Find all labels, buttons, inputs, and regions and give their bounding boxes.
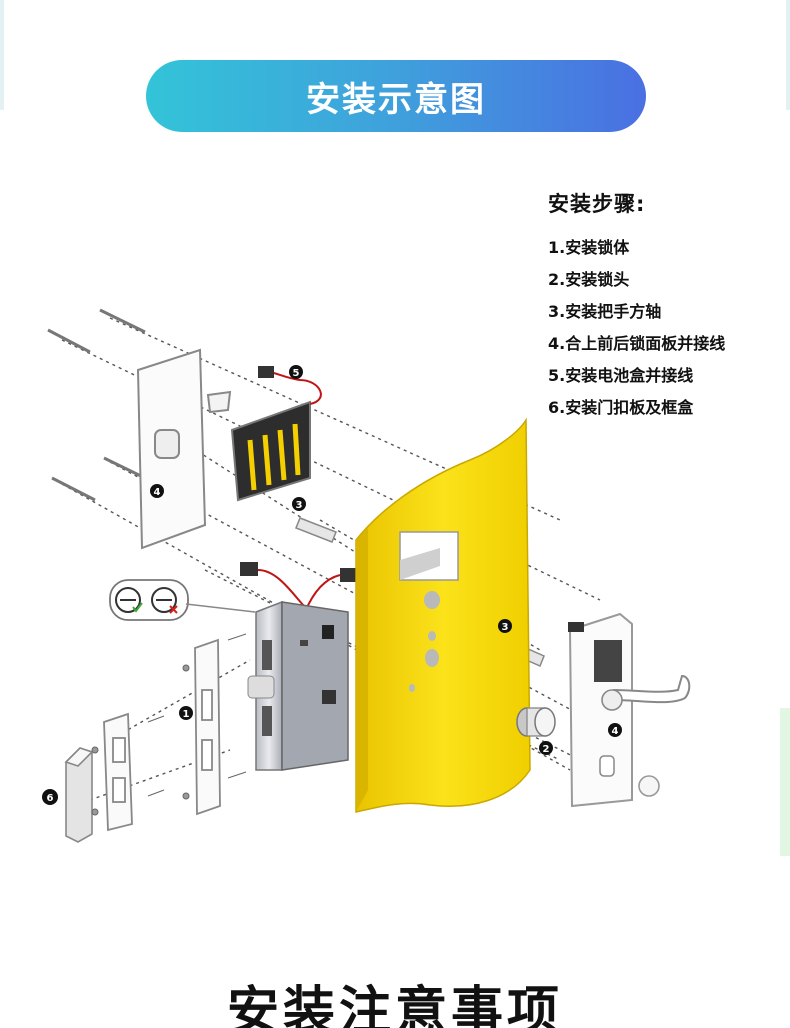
step-5: 5.安装电池盒并接线 <box>548 360 784 392</box>
callout-5-label: 5 <box>293 368 300 379</box>
installation-steps: 安装步骤: 1.安装锁体 2.安装锁头 3.安装把手方轴 4.合上前后锁面板并接… <box>548 188 784 424</box>
callout-1-marker: 1 <box>179 706 193 720</box>
callout-4-marker-back: 4 <box>150 484 164 498</box>
section-heading-notes: 安装注意事项 <box>0 982 790 1028</box>
callout-5-marker: 5 <box>289 365 303 379</box>
callout-3-label-lower: 3 <box>502 622 509 633</box>
battery-box <box>232 366 321 500</box>
strike-box <box>66 748 92 842</box>
step-1: 1.安装锁体 <box>548 232 784 264</box>
callout-4-label-back: 4 <box>154 487 161 498</box>
orientation-callout <box>110 580 255 620</box>
strike-plate <box>104 714 132 830</box>
callout-2-marker: 2 <box>539 741 553 755</box>
long-screws <box>48 310 145 500</box>
callout-6-label: 6 <box>47 793 54 804</box>
callout-4-marker-front: 4 <box>608 723 622 737</box>
faceplate <box>195 640 220 814</box>
callout-3-marker-lower: 3 <box>498 619 512 633</box>
lock-cylinder <box>517 708 555 736</box>
front-panel <box>568 614 689 806</box>
callout-3-marker-upper: 3 <box>292 497 306 511</box>
mortise-lock-body <box>248 602 348 770</box>
callout-2-label: 2 <box>543 744 550 755</box>
step-6: 6.安装门扣板及框盒 <box>548 392 784 424</box>
callout-6-marker: 6 <box>42 789 58 805</box>
step-4: 4.合上前后锁面板并接线 <box>548 328 784 360</box>
door-panel <box>356 420 530 812</box>
steps-heading: 安装步骤: <box>548 188 784 218</box>
step-3: 3.安装把手方轴 <box>548 296 784 328</box>
step-2: 2.安装锁头 <box>548 264 784 296</box>
callout-3-label-upper: 3 <box>296 500 303 511</box>
callout-1-label: 1 <box>183 709 190 720</box>
callout-4-label-front: 4 <box>612 726 619 737</box>
